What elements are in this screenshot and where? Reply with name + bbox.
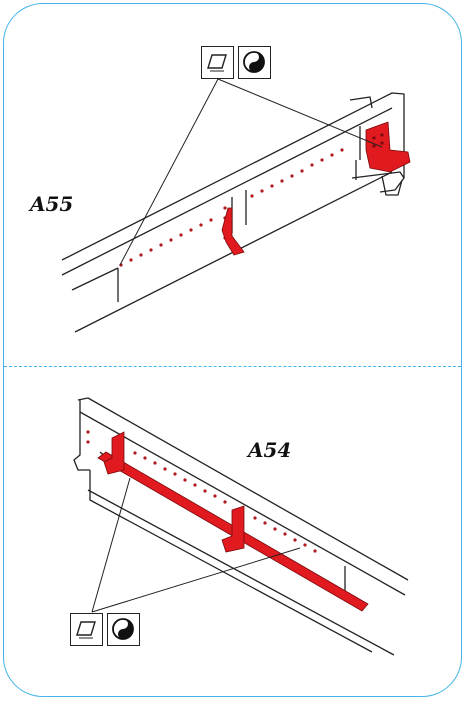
- yin-yang-icon: [107, 613, 140, 646]
- yin-yang-icon: [238, 46, 271, 79]
- panel-label-a54: A54: [248, 438, 292, 462]
- stiffener-clip-a54-2: [221, 505, 245, 553]
- stiffener-clip-a55: [221, 207, 245, 256]
- panel-divider: [4, 366, 461, 367]
- sealant-sheet-icon: [70, 613, 103, 646]
- page-frame: [3, 3, 462, 697]
- end-bracket-a55: [365, 121, 411, 173]
- rivet-row-a54: [86, 430, 317, 553]
- stiffener-clip-a54-1: [103, 431, 125, 475]
- sealant-sheet-icon: [201, 46, 234, 79]
- panel-label-a55: A55: [30, 192, 74, 216]
